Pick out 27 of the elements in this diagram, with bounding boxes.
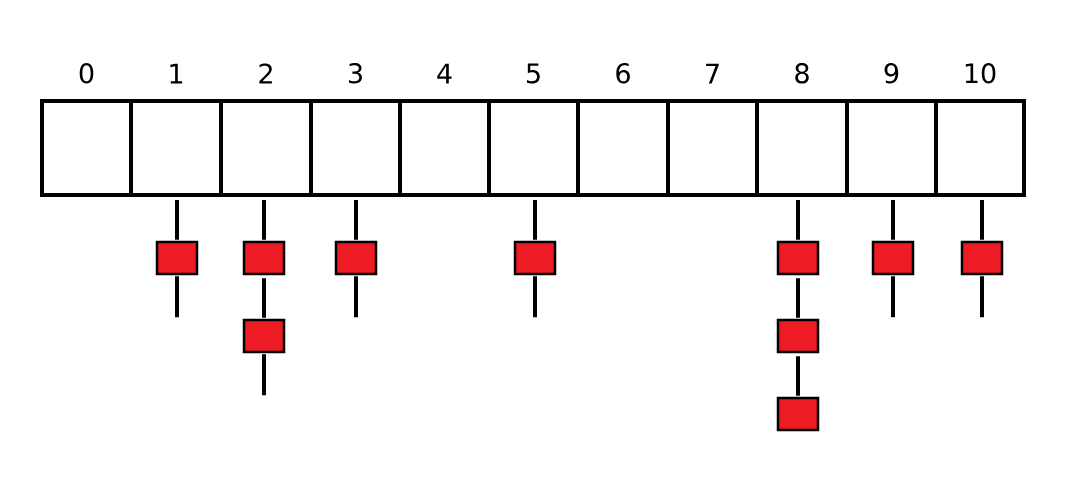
list-node	[776, 318, 820, 354]
node-label: 9	[884, 63, 899, 84]
node-label: 4	[437, 63, 452, 84]
node-label: 1	[170, 63, 183, 84]
list-node	[776, 396, 820, 432]
link-line	[175, 276, 179, 318]
link-line	[262, 354, 266, 396]
link-line	[533, 276, 537, 318]
list-node	[776, 240, 820, 276]
list-node	[242, 240, 286, 276]
link-line	[354, 276, 358, 318]
list-node	[334, 240, 378, 276]
node-label: 5	[527, 63, 540, 84]
list-node	[242, 318, 286, 354]
list-node	[960, 240, 1004, 276]
list-node	[871, 240, 915, 276]
node-label: 0	[79, 63, 94, 84]
link-line	[891, 276, 895, 318]
node-label: 3	[348, 63, 362, 84]
node-label: 8	[795, 63, 809, 84]
node-label: 6	[616, 63, 630, 84]
list-node	[155, 240, 199, 276]
node-label: 7	[706, 63, 719, 84]
node-label: 2	[259, 63, 272, 84]
list-node	[513, 240, 557, 276]
node-label: 10	[965, 63, 996, 84]
link-line	[980, 276, 984, 318]
